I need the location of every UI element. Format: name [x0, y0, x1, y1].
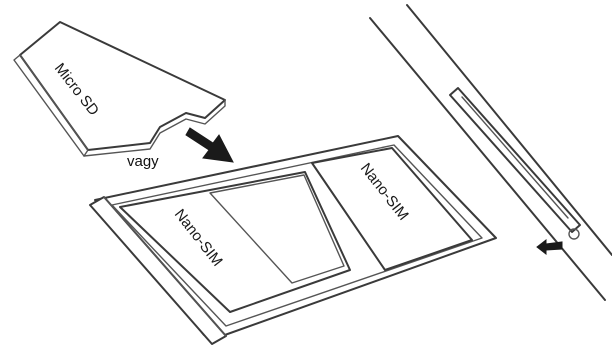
microsd-card: Micro SD — [13, 21, 226, 157]
nano-sim-slot-right: Nano-SIM — [311, 147, 473, 271]
nano-sim-slot-left: Nano-SIM — [119, 171, 351, 313]
or-label: vagy — [127, 153, 159, 170]
eject-pinhole — [568, 228, 580, 240]
phone-edge — [369, 4, 612, 301]
sim-tray: Nano-SIM Nano-SIM — [89, 135, 497, 345]
arrow-left-icon — [536, 238, 563, 256]
arrow-down-right-icon — [185, 127, 234, 163]
